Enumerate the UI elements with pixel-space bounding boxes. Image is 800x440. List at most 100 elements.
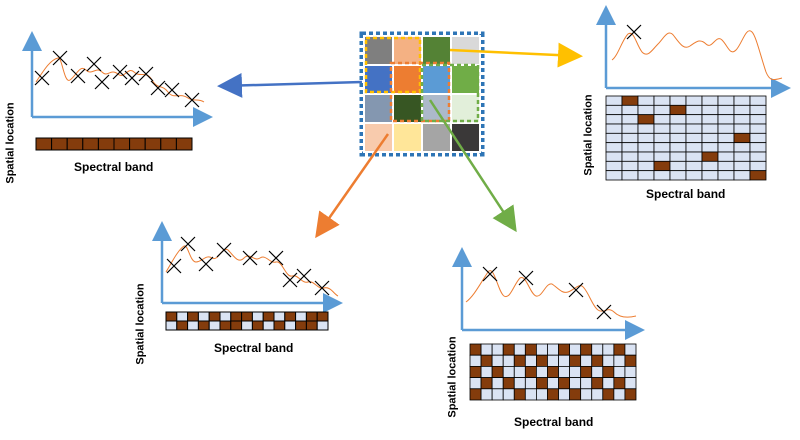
- matrix-cell: [749, 170, 767, 181]
- band-cell: [262, 320, 275, 331]
- selection-matrix: [605, 95, 767, 181]
- spectral-curve: [165, 245, 339, 297]
- matrix-cell: [480, 343, 493, 356]
- cube-tile: [392, 122, 423, 153]
- panel-bottom-right: [452, 247, 645, 401]
- matrix-cell: [669, 114, 687, 125]
- spectral-band-strip: [165, 311, 329, 331]
- x-axis-label: Spectral band: [646, 187, 726, 201]
- band-cell: [165, 311, 178, 322]
- matrix-cell: [669, 95, 687, 106]
- band-cell: [219, 320, 232, 331]
- matrix-cell: [547, 388, 559, 401]
- matrix-cell: [701, 170, 719, 181]
- band-cell: [66, 137, 84, 151]
- arrow-to-top-right: [449, 42, 583, 68]
- matrix-cell: [605, 95, 623, 106]
- matrix-cell: [669, 170, 687, 181]
- matrix-cell: [547, 377, 559, 390]
- hyperspectral-cube: [359, 31, 485, 157]
- matrix-cell: [685, 104, 703, 116]
- matrix-cell: [653, 132, 671, 144]
- matrix-cell: [569, 343, 582, 356]
- band-mark: [166, 258, 182, 274]
- selected-bands-marks: [626, 24, 642, 40]
- matrix-cell: [637, 95, 655, 106]
- band-cell: [208, 311, 221, 322]
- matrix-cell: [653, 151, 671, 162]
- matrix-cell: [580, 388, 593, 401]
- matrix-cell: [480, 377, 493, 390]
- matrix-cell: [685, 123, 703, 134]
- matrix-cell: [536, 377, 548, 390]
- matrix-cell: [621, 132, 639, 144]
- matrix-cell: [524, 354, 537, 367]
- matrix-cell: [685, 170, 703, 181]
- matrix-cell: [653, 123, 671, 134]
- matrix-cell: [558, 343, 570, 356]
- spectral-curve: [465, 270, 637, 318]
- band-mark: [138, 66, 154, 82]
- matrix-cell: [701, 114, 719, 125]
- matrix-cell: [536, 365, 548, 378]
- matrix-cell: [536, 343, 548, 356]
- matrix-cell: [621, 142, 639, 153]
- matrix-cell: [558, 377, 570, 390]
- band-cell: [51, 137, 68, 151]
- matrix-cell: [580, 377, 593, 390]
- selected-bands-marks: [482, 266, 612, 320]
- band-cell: [208, 320, 221, 331]
- band-cell: [176, 320, 189, 331]
- band-cell: [295, 311, 307, 322]
- band-cell: [273, 320, 286, 331]
- matrix-cell: [613, 377, 626, 390]
- matrix-cell: [524, 388, 537, 401]
- matrix-cell: [637, 104, 655, 116]
- matrix-cell: [605, 170, 623, 181]
- matrix-cell: [469, 377, 482, 390]
- matrix-cell: [717, 95, 735, 106]
- matrix-cell: [637, 132, 655, 144]
- matrix-cell: [591, 388, 604, 401]
- band-cell: [230, 311, 243, 322]
- spectral-curve: [611, 30, 783, 81]
- band-mark: [626, 24, 642, 40]
- matrix-cell: [653, 142, 671, 153]
- matrix-cell: [685, 95, 703, 106]
- cube-tile: [392, 35, 423, 66]
- matrix-cell: [605, 132, 623, 144]
- matrix-cell: [749, 160, 767, 172]
- matrix-cell: [733, 170, 751, 181]
- matrix-cell: [637, 160, 655, 172]
- matrix-cell: [733, 95, 751, 106]
- band-mark: [150, 80, 166, 96]
- matrix-cell: [685, 160, 703, 172]
- arrow-to-bottom-left: [315, 133, 390, 239]
- band-cell: [273, 311, 286, 322]
- matrix-cell: [621, 170, 639, 181]
- band-cell: [241, 320, 253, 331]
- band-cell: [165, 320, 178, 331]
- matrix-cell: [637, 170, 655, 181]
- band-cell: [176, 311, 189, 322]
- band-cell: [284, 311, 297, 322]
- matrix-cell: [637, 123, 655, 134]
- matrix-cell: [602, 388, 615, 401]
- matrix-cell: [591, 365, 604, 378]
- matrix-cell: [502, 365, 515, 378]
- band-cell: [187, 311, 199, 322]
- matrix-cell: [569, 377, 582, 390]
- band-mark: [568, 282, 584, 298]
- matrix-cell: [491, 343, 504, 356]
- cube-tile: [392, 64, 423, 95]
- matrix-cell: [701, 132, 719, 144]
- matrix-cell: [621, 160, 639, 172]
- x-axis-label: Spectral band: [514, 415, 594, 429]
- band-mark: [518, 270, 534, 286]
- cube-tile: [363, 64, 394, 95]
- cube-tile: [421, 122, 452, 153]
- matrix-cell: [602, 365, 615, 378]
- band-cell: [262, 311, 275, 322]
- matrix-cell: [637, 142, 655, 153]
- band-mark: [296, 268, 312, 284]
